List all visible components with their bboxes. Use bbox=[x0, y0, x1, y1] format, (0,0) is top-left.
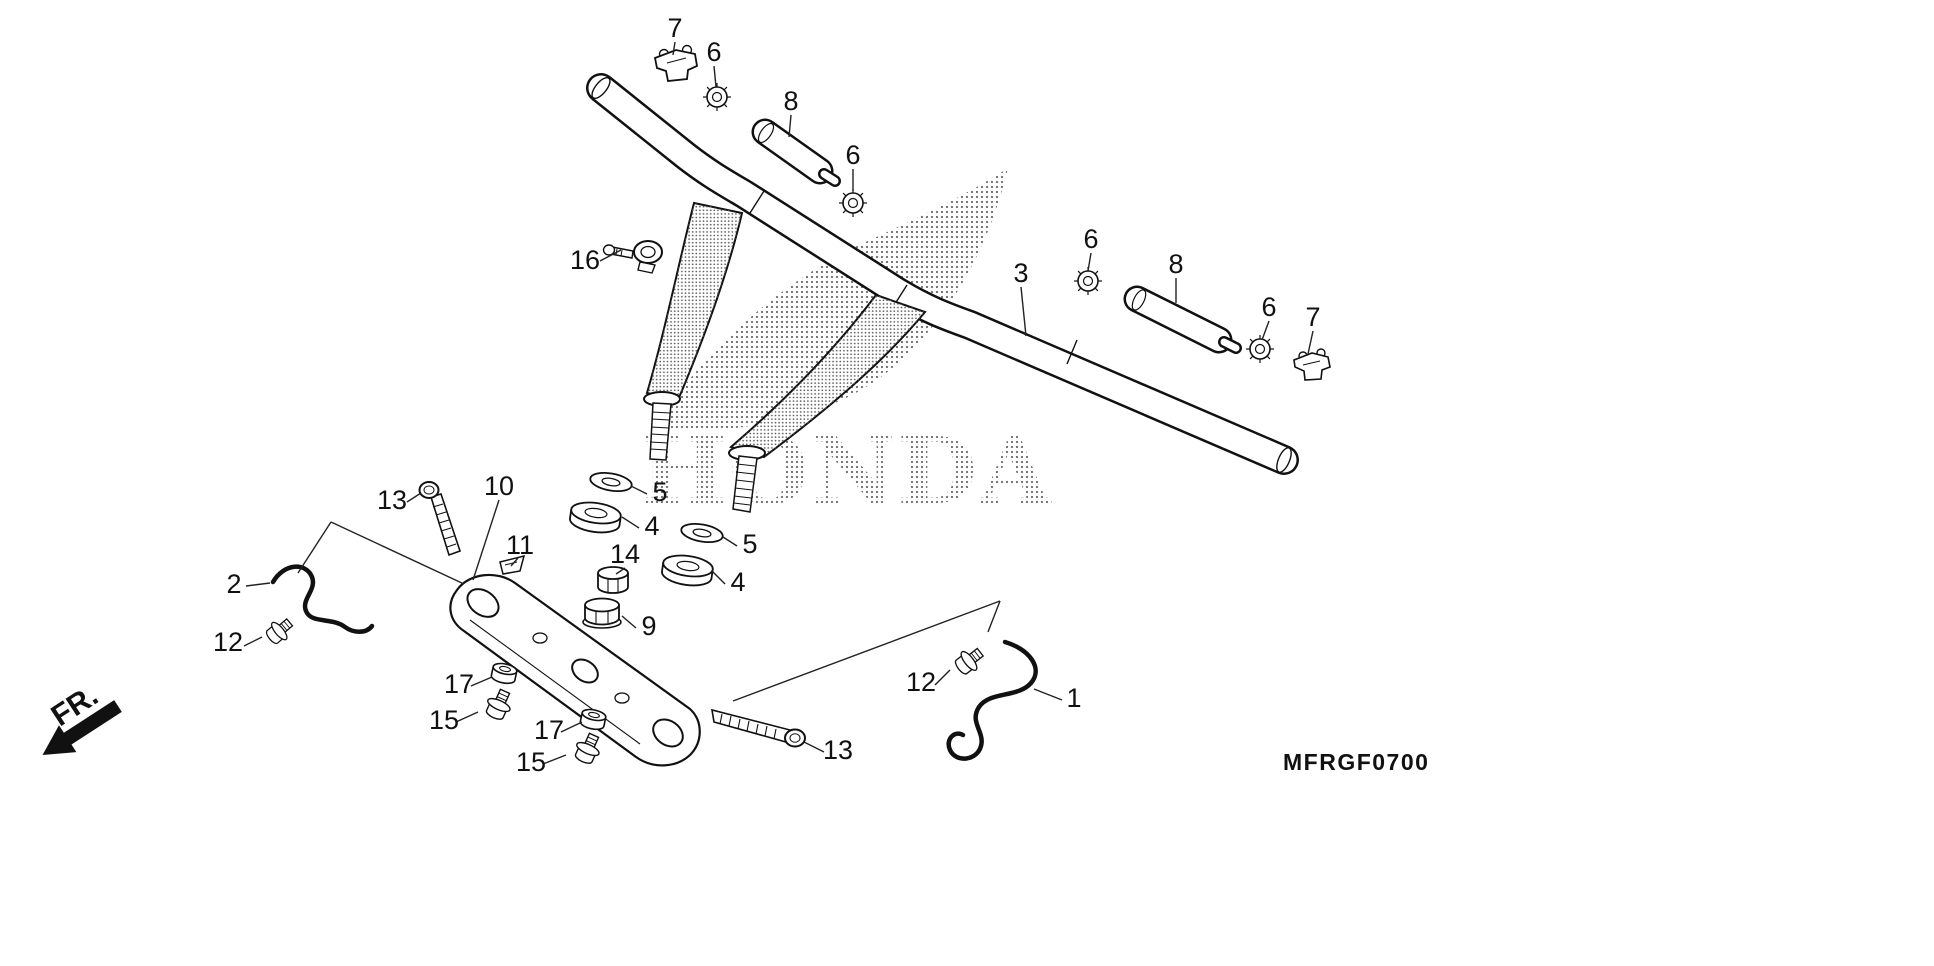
callout-6-right-1: 6 bbox=[1083, 224, 1098, 254]
callout-6-right-2: 6 bbox=[1261, 292, 1276, 322]
callout-16-clamp: 16 bbox=[570, 245, 600, 275]
knurled-nut-6-b bbox=[838, 188, 868, 218]
weight-8-right bbox=[1123, 285, 1242, 354]
flange-bolt-12-left bbox=[262, 613, 298, 648]
callout-5-right-washer: 5 bbox=[742, 529, 757, 559]
stem-nut-14 bbox=[597, 566, 629, 594]
collar-4-right bbox=[659, 551, 716, 590]
callout-labels: 7 6 8 6 16 3 6 8 6 7 13 10 11 5 4 14 5 4… bbox=[213, 13, 1321, 777]
knurled-nut-6-c bbox=[1073, 266, 1103, 296]
callout-4-right-collar: 4 bbox=[730, 567, 745, 597]
leader-lines bbox=[243, 41, 1314, 765]
callout-8-right-weight: 8 bbox=[1168, 249, 1183, 279]
fr-indicator: FR. bbox=[42, 679, 122, 756]
callout-5-left-washer: 5 bbox=[652, 477, 667, 507]
callout-6-upper: 6 bbox=[706, 37, 721, 67]
callout-10-bridge: 10 bbox=[484, 471, 514, 501]
callout-4-left-collar: 4 bbox=[644, 511, 659, 541]
collar-4-left bbox=[567, 498, 624, 537]
flange-bolt-15-b bbox=[570, 729, 606, 768]
flange-bolt-12-right bbox=[950, 642, 988, 679]
clamp-16 bbox=[602, 240, 663, 274]
callout-7-right-clamp: 7 bbox=[1305, 302, 1320, 332]
callout-12-right-bolt: 12 bbox=[906, 667, 936, 697]
knurled-nut-6-d bbox=[1245, 334, 1275, 364]
callout-7-upper-clamp: 7 bbox=[667, 13, 682, 43]
flange-bolt-15-a bbox=[481, 685, 517, 724]
lower-bridge bbox=[449, 573, 701, 767]
fork-stem-left bbox=[649, 402, 672, 461]
diagram-code: MFRGF0700 bbox=[1283, 749, 1429, 775]
clamp-7-right bbox=[1293, 348, 1331, 381]
callout-11-wedge: 11 bbox=[506, 530, 534, 560]
callout-9-stem-nut: 9 bbox=[641, 611, 656, 641]
bolt-13-right bbox=[711, 708, 806, 748]
wire-clip-2 bbox=[270, 564, 375, 634]
weight-8-upper bbox=[751, 118, 841, 187]
callout-8-upper-weight: 8 bbox=[783, 86, 798, 116]
callout-2-clip: 2 bbox=[226, 569, 241, 599]
callout-17-collar-1: 17 bbox=[444, 669, 474, 699]
fr-direction-arrow-icon bbox=[42, 700, 122, 756]
callout-6-upper-2: 6 bbox=[845, 140, 860, 170]
callout-15-bolt-1: 15 bbox=[429, 705, 459, 735]
callout-12-left-bolt: 12 bbox=[213, 627, 243, 657]
callout-3-handlebar: 3 bbox=[1013, 258, 1028, 288]
fork-cover-right bbox=[728, 293, 927, 461]
clamp-7-upper bbox=[653, 44, 699, 82]
callout-14-stem-nut: 14 bbox=[610, 539, 640, 569]
callout-13-left-bolt: 13 bbox=[377, 485, 407, 515]
callout-13-right-bolt: 13 bbox=[823, 735, 853, 765]
fork-cover-left bbox=[643, 201, 744, 407]
watermark-text: HONDA bbox=[640, 417, 1052, 525]
knurled-nut-6-a bbox=[702, 82, 732, 112]
bolt-13-left bbox=[418, 481, 462, 557]
cable-clamp-1 bbox=[946, 639, 1038, 761]
callout-15-bolt-2: 15 bbox=[516, 747, 546, 777]
callout-17-collar-2: 17 bbox=[534, 715, 564, 745]
stem-nut-9 bbox=[582, 597, 622, 629]
washer-5-left bbox=[587, 469, 635, 495]
callout-1-clamp: 1 bbox=[1066, 683, 1081, 713]
honda-watermark: HONDA bbox=[640, 168, 1052, 525]
honda-wing-mark bbox=[652, 168, 1008, 431]
fork-stem-right bbox=[732, 455, 758, 513]
